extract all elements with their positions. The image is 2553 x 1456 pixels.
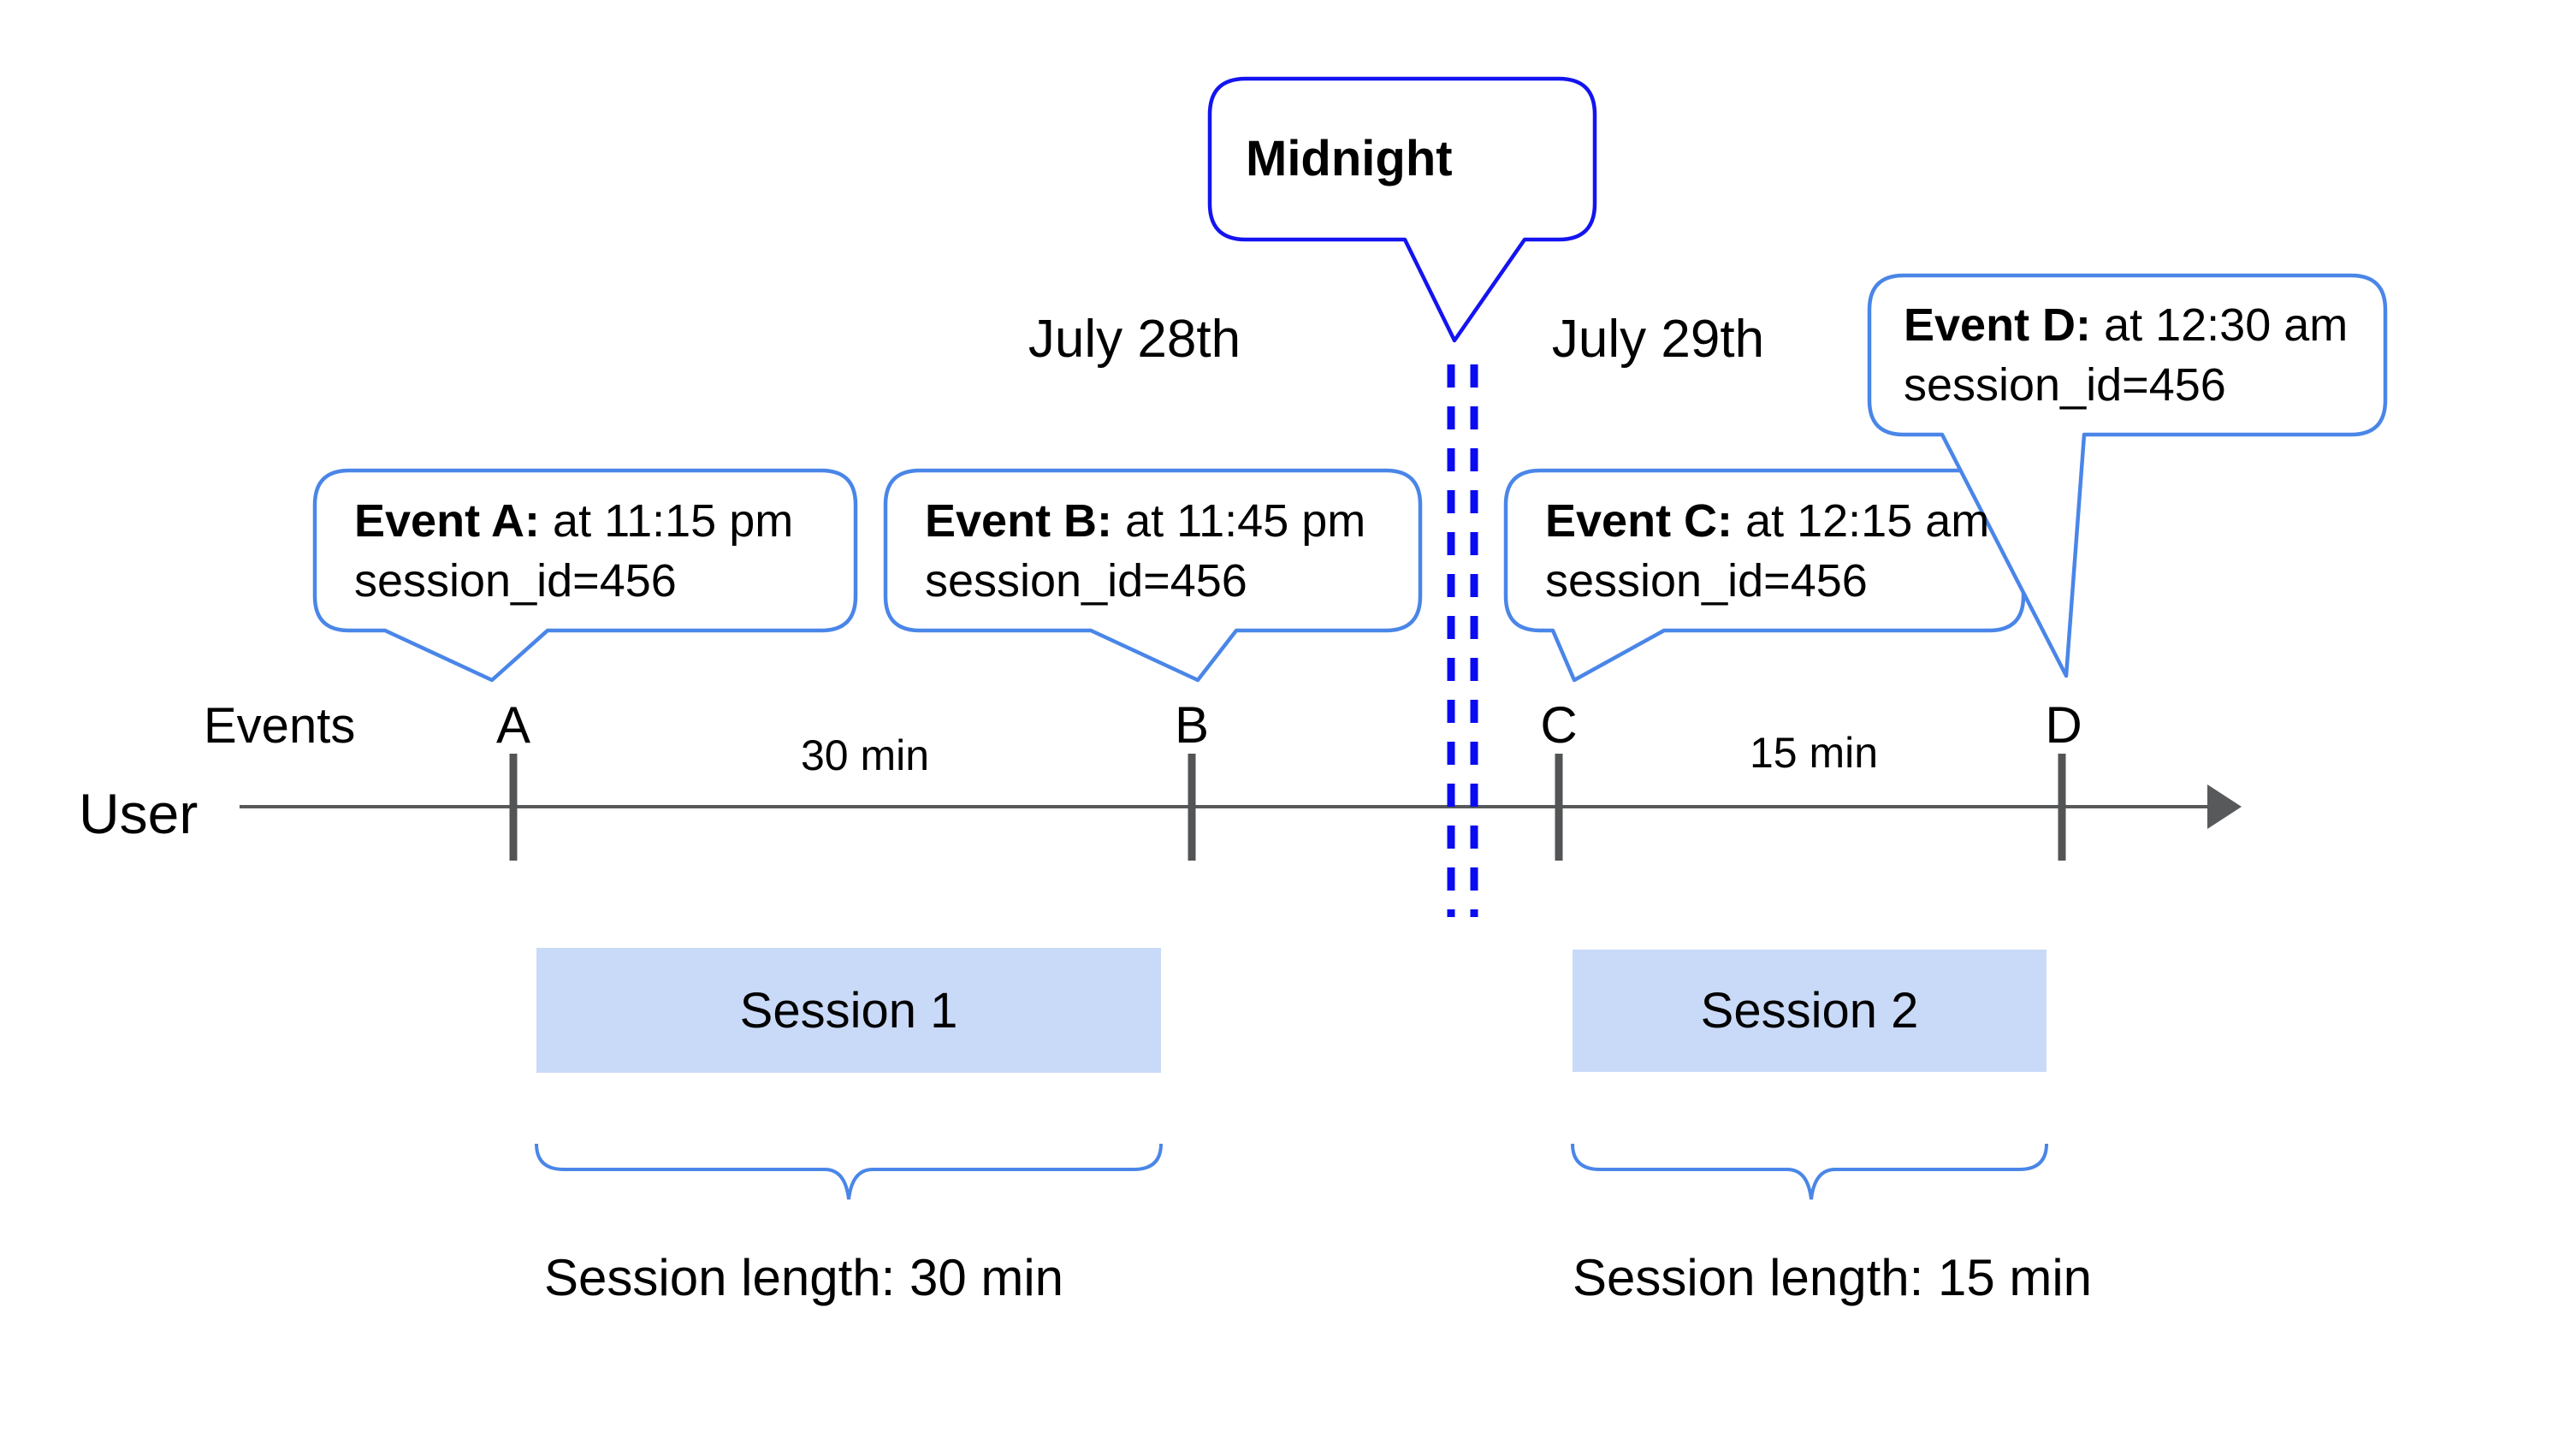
event-b-line2: session_id=456 [925, 554, 1247, 607]
date-label-july-29: July 29th [1551, 310, 1765, 369]
event-d-callout-text: Event D: at 12:30 am session_id=456 [1869, 275, 2385, 435]
event-a-callout-text: Event A: at 11:15 pm session_id=456 [315, 471, 856, 630]
session-1-box [536, 948, 1161, 1073]
tick-label-d: D [2045, 696, 2082, 754]
event-b-line1: Event B: at 11:45 pm [925, 494, 1366, 547]
user-row-label: User [79, 782, 198, 845]
event-b-callout-bubble [883, 468, 1423, 683]
date-label-july-28: July 28th [1028, 310, 1241, 369]
session-2-length-label: Session length: 15 min [1573, 1249, 2093, 1306]
event-c-line1: Event C: at 12:15 am [1545, 494, 1990, 547]
event-d-line1: Event D: at 12:30 am [1904, 299, 2349, 351]
session-1-brace [535, 1143, 1163, 1200]
event-a-line2: session_id=456 [354, 554, 677, 607]
timeline-arrowhead-icon [2207, 784, 2242, 829]
event-c-callout-text: Event C: at 12:15 am session_id=456 [1506, 471, 2023, 630]
event-a-callout-bubble [312, 468, 858, 683]
tick-label-c: C [1540, 696, 1578, 754]
event-d-line2: session_id=456 [1904, 359, 2226, 411]
session-1-label: Session 1 [739, 982, 958, 1039]
session-2-label: Session 2 [1700, 983, 1919, 1039]
gap-label-15-min: 15 min [1749, 729, 1879, 777]
event-c-line2: session_id=456 [1545, 554, 1868, 607]
event-b-callout-text: Event B: at 11:45 pm session_id=456 [886, 471, 1420, 630]
gap-label-30-min: 30 min [800, 731, 930, 779]
midnight-callout-label: Midnight [1246, 131, 1453, 186]
session-2-box [1573, 950, 2047, 1072]
session-1-length-label: Session length: 30 min [544, 1249, 1064, 1306]
tick-label-b: B [1174, 696, 1210, 754]
tick-label-a: A [495, 696, 531, 754]
event-d-callout-bubble [1867, 273, 2388, 678]
session-2-brace [1571, 1143, 2048, 1200]
events-row-label: Events [204, 698, 356, 754]
midnight-callout-bubble [1207, 76, 1597, 343]
event-a-line1: Event A: at 11:15 pm [354, 494, 794, 547]
